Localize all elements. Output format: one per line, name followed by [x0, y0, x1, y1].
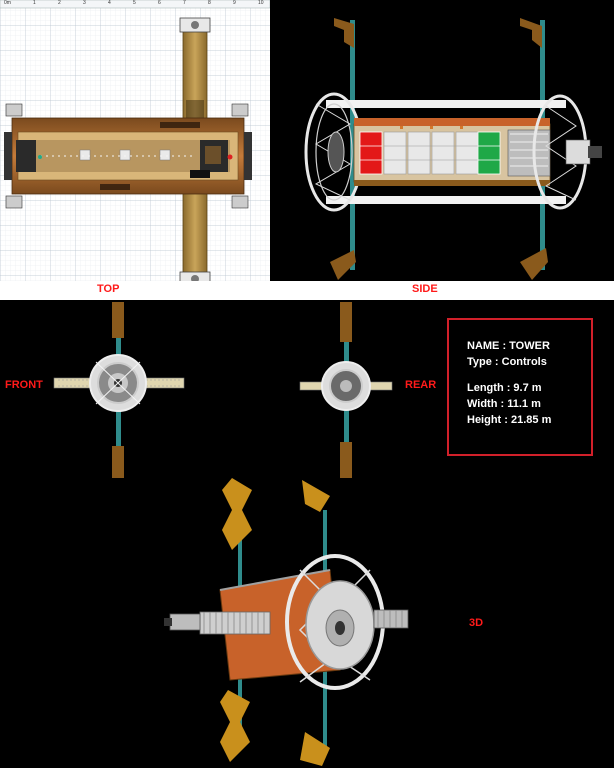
ruler-tick: 6 — [158, 0, 161, 6]
info-type: Type : Controls — [467, 356, 547, 368]
label-strip — [0, 281, 614, 300]
ruler-tick: 8 — [208, 0, 211, 6]
ruler-tick: 1 — [33, 0, 36, 6]
rear-view-label: REAR — [405, 379, 437, 391]
ruler-unit: 0m — [4, 0, 11, 6]
ruler-tick: 10 — [258, 0, 264, 6]
ruler: 0m 1 2 3 4 5 6 7 8 9 10 — [0, 0, 270, 8]
info-width: Width : 11.1 m — [467, 398, 541, 410]
info-height: Height : 21.85 m — [467, 414, 552, 426]
side-view-drawing — [304, 18, 602, 280]
top-view-label: TOP — [97, 283, 120, 295]
ruler-tick: 7 — [183, 0, 186, 6]
three-d-view-label: 3D — [469, 617, 484, 629]
info-box: NAME : TOWER Type : Controls Length : 9.… — [447, 318, 593, 456]
side-view-label: SIDE — [412, 283, 438, 295]
info-length: Length : 9.7 m — [467, 382, 542, 394]
top-view-drawing — [0, 0, 270, 300]
ruler-tick: 2 — [58, 0, 61, 6]
rear-view-drawing — [290, 300, 410, 480]
ruler-tick: 3 — [83, 0, 86, 6]
side-view-panel — [270, 0, 614, 281]
info-name: NAME : TOWER — [467, 340, 550, 352]
top-view-panel: 0m 1 2 3 4 5 6 7 8 9 10 — [0, 0, 270, 300]
ruler-tick: 9 — [233, 0, 236, 6]
three-d-view-drawing — [160, 470, 420, 768]
front-view-drawing — [40, 300, 200, 480]
front-view-label: FRONT — [5, 379, 43, 391]
ruler-tick: 4 — [108, 0, 111, 6]
ruler-tick: 5 — [133, 0, 136, 6]
